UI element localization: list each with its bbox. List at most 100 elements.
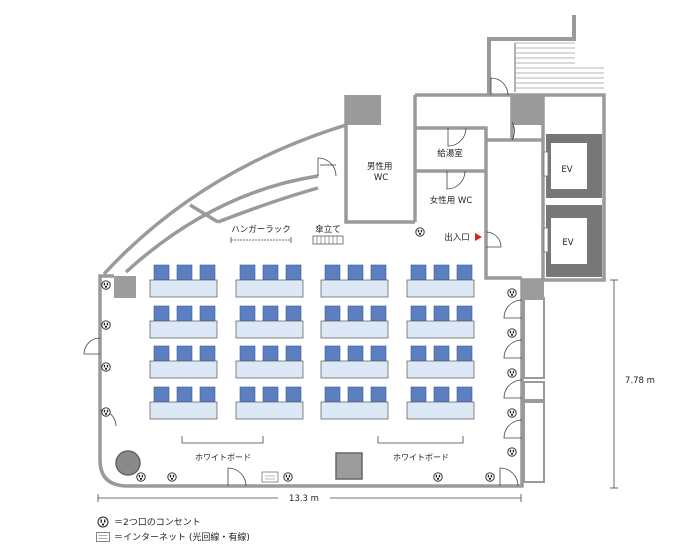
desk bbox=[320, 360, 389, 379]
hanger-rack-label: ハンガーラック bbox=[231, 224, 291, 235]
outlet-icon bbox=[507, 447, 517, 457]
whiteboard-label: ホワイトボード bbox=[195, 453, 251, 462]
umbrella-stand-label: 傘立て bbox=[315, 224, 341, 235]
chair bbox=[199, 386, 216, 403]
chair bbox=[433, 386, 450, 403]
round-column bbox=[115, 450, 141, 476]
chair bbox=[262, 264, 279, 281]
chair bbox=[239, 305, 256, 322]
chair bbox=[324, 386, 341, 403]
outlet-icon bbox=[96, 516, 110, 528]
chair bbox=[347, 264, 364, 281]
column bbox=[335, 452, 363, 480]
desk bbox=[320, 320, 389, 339]
chair bbox=[347, 386, 364, 403]
whiteboards bbox=[181, 436, 464, 444]
chair bbox=[285, 264, 302, 281]
outlet-icon bbox=[283, 472, 293, 482]
chair bbox=[370, 305, 387, 322]
width-dimension: 13.3 m bbox=[289, 494, 319, 504]
chair bbox=[262, 386, 279, 403]
chair bbox=[456, 345, 473, 362]
outlet-icon bbox=[415, 227, 425, 237]
column bbox=[114, 276, 136, 298]
chair bbox=[153, 305, 170, 322]
desk bbox=[406, 360, 475, 379]
outlet-icon bbox=[136, 472, 146, 482]
chair bbox=[370, 386, 387, 403]
legend-internet-text: ＝インターネット (光回線・有線) bbox=[114, 533, 250, 543]
elevators bbox=[543, 134, 602, 277]
desk bbox=[320, 279, 389, 298]
outlet-icon bbox=[433, 472, 443, 482]
chair bbox=[324, 305, 341, 322]
ev-label: EV bbox=[562, 238, 573, 248]
chair bbox=[456, 386, 473, 403]
desk bbox=[406, 320, 475, 339]
outlet-icon bbox=[507, 408, 517, 418]
chair bbox=[433, 345, 450, 362]
height-dimension: 7.78 m bbox=[625, 376, 655, 386]
chair bbox=[239, 345, 256, 362]
chair bbox=[285, 345, 302, 362]
chair bbox=[433, 305, 450, 322]
network-port-icon bbox=[96, 531, 110, 543]
walls bbox=[98, 93, 606, 488]
entrance-arrow-icon bbox=[475, 233, 482, 241]
outlet-icon bbox=[507, 328, 517, 338]
chair bbox=[370, 345, 387, 362]
desk bbox=[149, 360, 218, 379]
doors bbox=[83, 77, 523, 487]
chair bbox=[176, 345, 193, 362]
dimension-lines bbox=[97, 279, 618, 502]
outlet-icon bbox=[167, 472, 177, 482]
wall-block bbox=[512, 95, 544, 125]
entrance-label: 出入口 bbox=[444, 232, 470, 243]
outlet-icon bbox=[101, 280, 111, 290]
desk bbox=[235, 320, 304, 339]
legend-outlet-text: ＝2つ口のコンセント bbox=[114, 518, 201, 528]
desk bbox=[235, 279, 304, 298]
desk bbox=[320, 401, 389, 420]
outlet-icon bbox=[101, 320, 111, 330]
chair bbox=[176, 386, 193, 403]
chair bbox=[153, 345, 170, 362]
chair bbox=[410, 345, 427, 362]
chair bbox=[262, 305, 279, 322]
desk bbox=[235, 360, 304, 379]
outlet-icon bbox=[507, 368, 517, 378]
umbrella-stand bbox=[312, 235, 344, 245]
chair bbox=[410, 305, 427, 322]
chair bbox=[324, 345, 341, 362]
mens-wc-label: 男性用 WC bbox=[367, 161, 395, 183]
staircase bbox=[487, 15, 604, 95]
desk bbox=[149, 279, 218, 298]
outlets bbox=[101, 227, 517, 482]
desk-layout bbox=[149, 264, 475, 420]
chair bbox=[456, 264, 473, 281]
chair bbox=[347, 345, 364, 362]
chair bbox=[153, 386, 170, 403]
desk bbox=[235, 401, 304, 420]
desk bbox=[406, 401, 475, 420]
outlet-icon bbox=[485, 472, 495, 482]
chair bbox=[199, 264, 216, 281]
column bbox=[522, 280, 544, 300]
chair bbox=[239, 386, 256, 403]
chair bbox=[433, 264, 450, 281]
desk bbox=[149, 401, 218, 420]
kitchen-label: 給湯室 bbox=[437, 148, 463, 159]
chair bbox=[456, 305, 473, 322]
ev-label: EV bbox=[561, 165, 572, 175]
chair bbox=[370, 264, 387, 281]
outlet-icon bbox=[101, 407, 111, 417]
outlet-icon bbox=[507, 288, 517, 298]
wall-block bbox=[346, 95, 381, 125]
chair bbox=[239, 264, 256, 281]
chair bbox=[153, 264, 170, 281]
chair bbox=[285, 305, 302, 322]
network-port-icon bbox=[261, 471, 279, 483]
chair bbox=[324, 264, 341, 281]
desk bbox=[149, 320, 218, 339]
